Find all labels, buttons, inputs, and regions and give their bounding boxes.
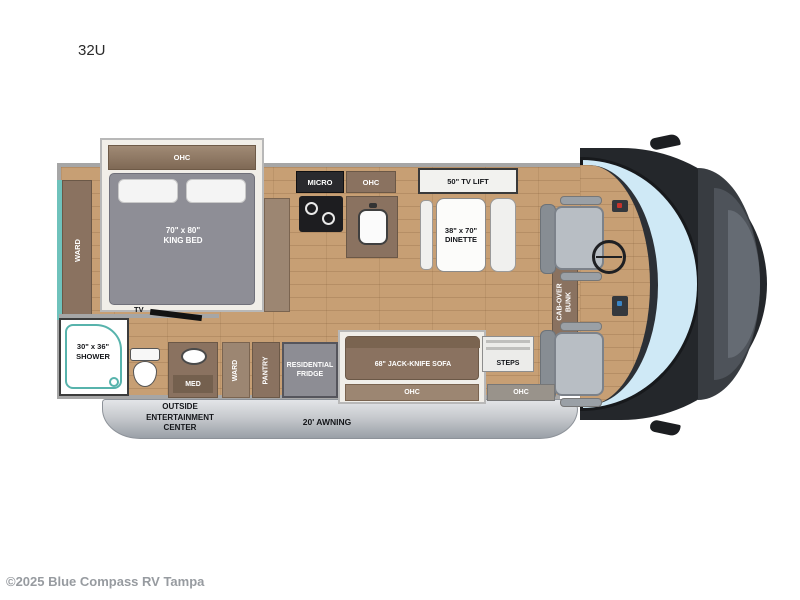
- tv-lift-cabinet: 50" TV LIFT: [418, 168, 518, 194]
- med-cabinet: MED: [173, 375, 213, 393]
- jack-knife-sofa: 68" JACK-KNIFE SOFA: [345, 336, 480, 380]
- med-cabinet-label: MED: [185, 380, 201, 388]
- driver-seat-armrest: [560, 272, 602, 281]
- sofa-label: 68" JACK-KNIFE SOFA: [374, 360, 452, 368]
- driver-seat: [540, 196, 614, 282]
- passenger-seat-armrest: [560, 322, 602, 331]
- bath-vanity: MED: [168, 342, 218, 398]
- bath-bedroom-wall: [59, 314, 219, 318]
- entry-steps: STEPS: [482, 336, 534, 372]
- steps-label: STEPS: [496, 359, 520, 367]
- sofa-ohc-label: OHC: [404, 389, 420, 396]
- tv-lift-label: 50" TV LIFT: [447, 176, 489, 186]
- kitchen-ohc: OHC: [346, 171, 396, 193]
- microwave-label: MICRO: [307, 177, 333, 187]
- sink-icon: [358, 209, 388, 245]
- king-bed-name-label: KING BED: [163, 236, 203, 245]
- bedroom-slideout: OHC 70" x 80" KING BED: [100, 138, 264, 312]
- cab-over-bunk-label-1: CAB-OVER: [557, 283, 564, 321]
- shower-drain-icon: [109, 377, 119, 387]
- ward-mirror-strip: [57, 180, 62, 320]
- passenger-seat-cushion: [554, 332, 604, 396]
- driver-seat-cushion: [554, 206, 604, 270]
- pillow-icon: [118, 179, 178, 203]
- dash-console-icon: [612, 296, 628, 316]
- kitchen-ohc-label: OHC: [362, 177, 380, 187]
- entry-ohc-label: OHC: [513, 389, 529, 396]
- fridge-label-2: FRIDGE: [296, 371, 324, 378]
- outside-entertainment-label: OUTSIDE ENTERTAINMENT CENTER: [146, 402, 214, 432]
- microwave: MICRO: [296, 171, 344, 193]
- dinette-bench-left: [420, 200, 433, 270]
- awning-length-label: 20' AWNING: [302, 417, 352, 427]
- bedroom-ohc: OHC: [108, 145, 256, 170]
- sofa-slideout: 68" JACK-KNIFE SOFA OHC: [338, 330, 486, 404]
- fridge-label-1: RESIDENTIAL: [286, 362, 334, 369]
- steps-treads-icon: [486, 340, 530, 354]
- cooktop-icon: [299, 196, 343, 232]
- shower-name-label: SHOWER: [76, 351, 110, 361]
- sofa-ohc: OHC: [345, 384, 479, 401]
- passenger-seat-armrest: [560, 398, 602, 407]
- driver-seat-armrest: [560, 196, 602, 205]
- bedroom-tv-label: TV: [134, 305, 144, 314]
- cab-over-bunk-label-2: BUNK: [566, 291, 573, 313]
- entry-ohc: OHC: [487, 384, 555, 401]
- pantry-label: PANTRY: [262, 356, 270, 384]
- bedroom-wardrobe: WARD: [62, 180, 92, 320]
- dash-console-icon: [612, 200, 628, 212]
- side-mirror-bottom-icon: [649, 419, 681, 437]
- shower-size-label: 30" x 36": [76, 342, 110, 351]
- faucet-icon: [369, 203, 377, 208]
- vanity-sink-icon: [181, 348, 207, 365]
- dinette-size-label: 38" x 70": [444, 225, 478, 235]
- passenger-seat: [540, 322, 614, 408]
- king-bed-size-label: 70" x 80": [165, 226, 201, 235]
- bedroom-wardrobe-label: WARD: [72, 238, 82, 262]
- exterior-wall-top: [57, 163, 610, 167]
- shower: 30" x 36" SHOWER: [59, 318, 129, 396]
- king-bed: 70" x 80" KING BED: [109, 173, 255, 305]
- steering-wheel-icon: [592, 240, 626, 274]
- dinette-table: 38" x 70" DINETTE: [436, 198, 486, 272]
- dresser-cabinet: [264, 198, 290, 312]
- model-label: 32U: [78, 42, 106, 59]
- kitchen-counter: [346, 196, 398, 258]
- pantry: PANTRY: [252, 342, 280, 398]
- dinette-bench-right: [490, 198, 516, 272]
- toilet-icon: [130, 348, 160, 390]
- side-mirror-top-icon: [649, 133, 681, 151]
- pillow-icon: [186, 179, 246, 203]
- watermark: ©2025 Blue Compass RV Tampa: [6, 574, 205, 589]
- dinette-name-label: DINETTE: [444, 235, 478, 244]
- hall-wardrobe: WARD: [222, 342, 250, 398]
- residential-fridge: RESIDENTIAL FRIDGE: [282, 342, 338, 398]
- hall-wardrobe-label: WARD: [232, 359, 240, 381]
- shower-pan: [65, 324, 122, 389]
- bedroom-ohc-label: OHC: [173, 153, 191, 162]
